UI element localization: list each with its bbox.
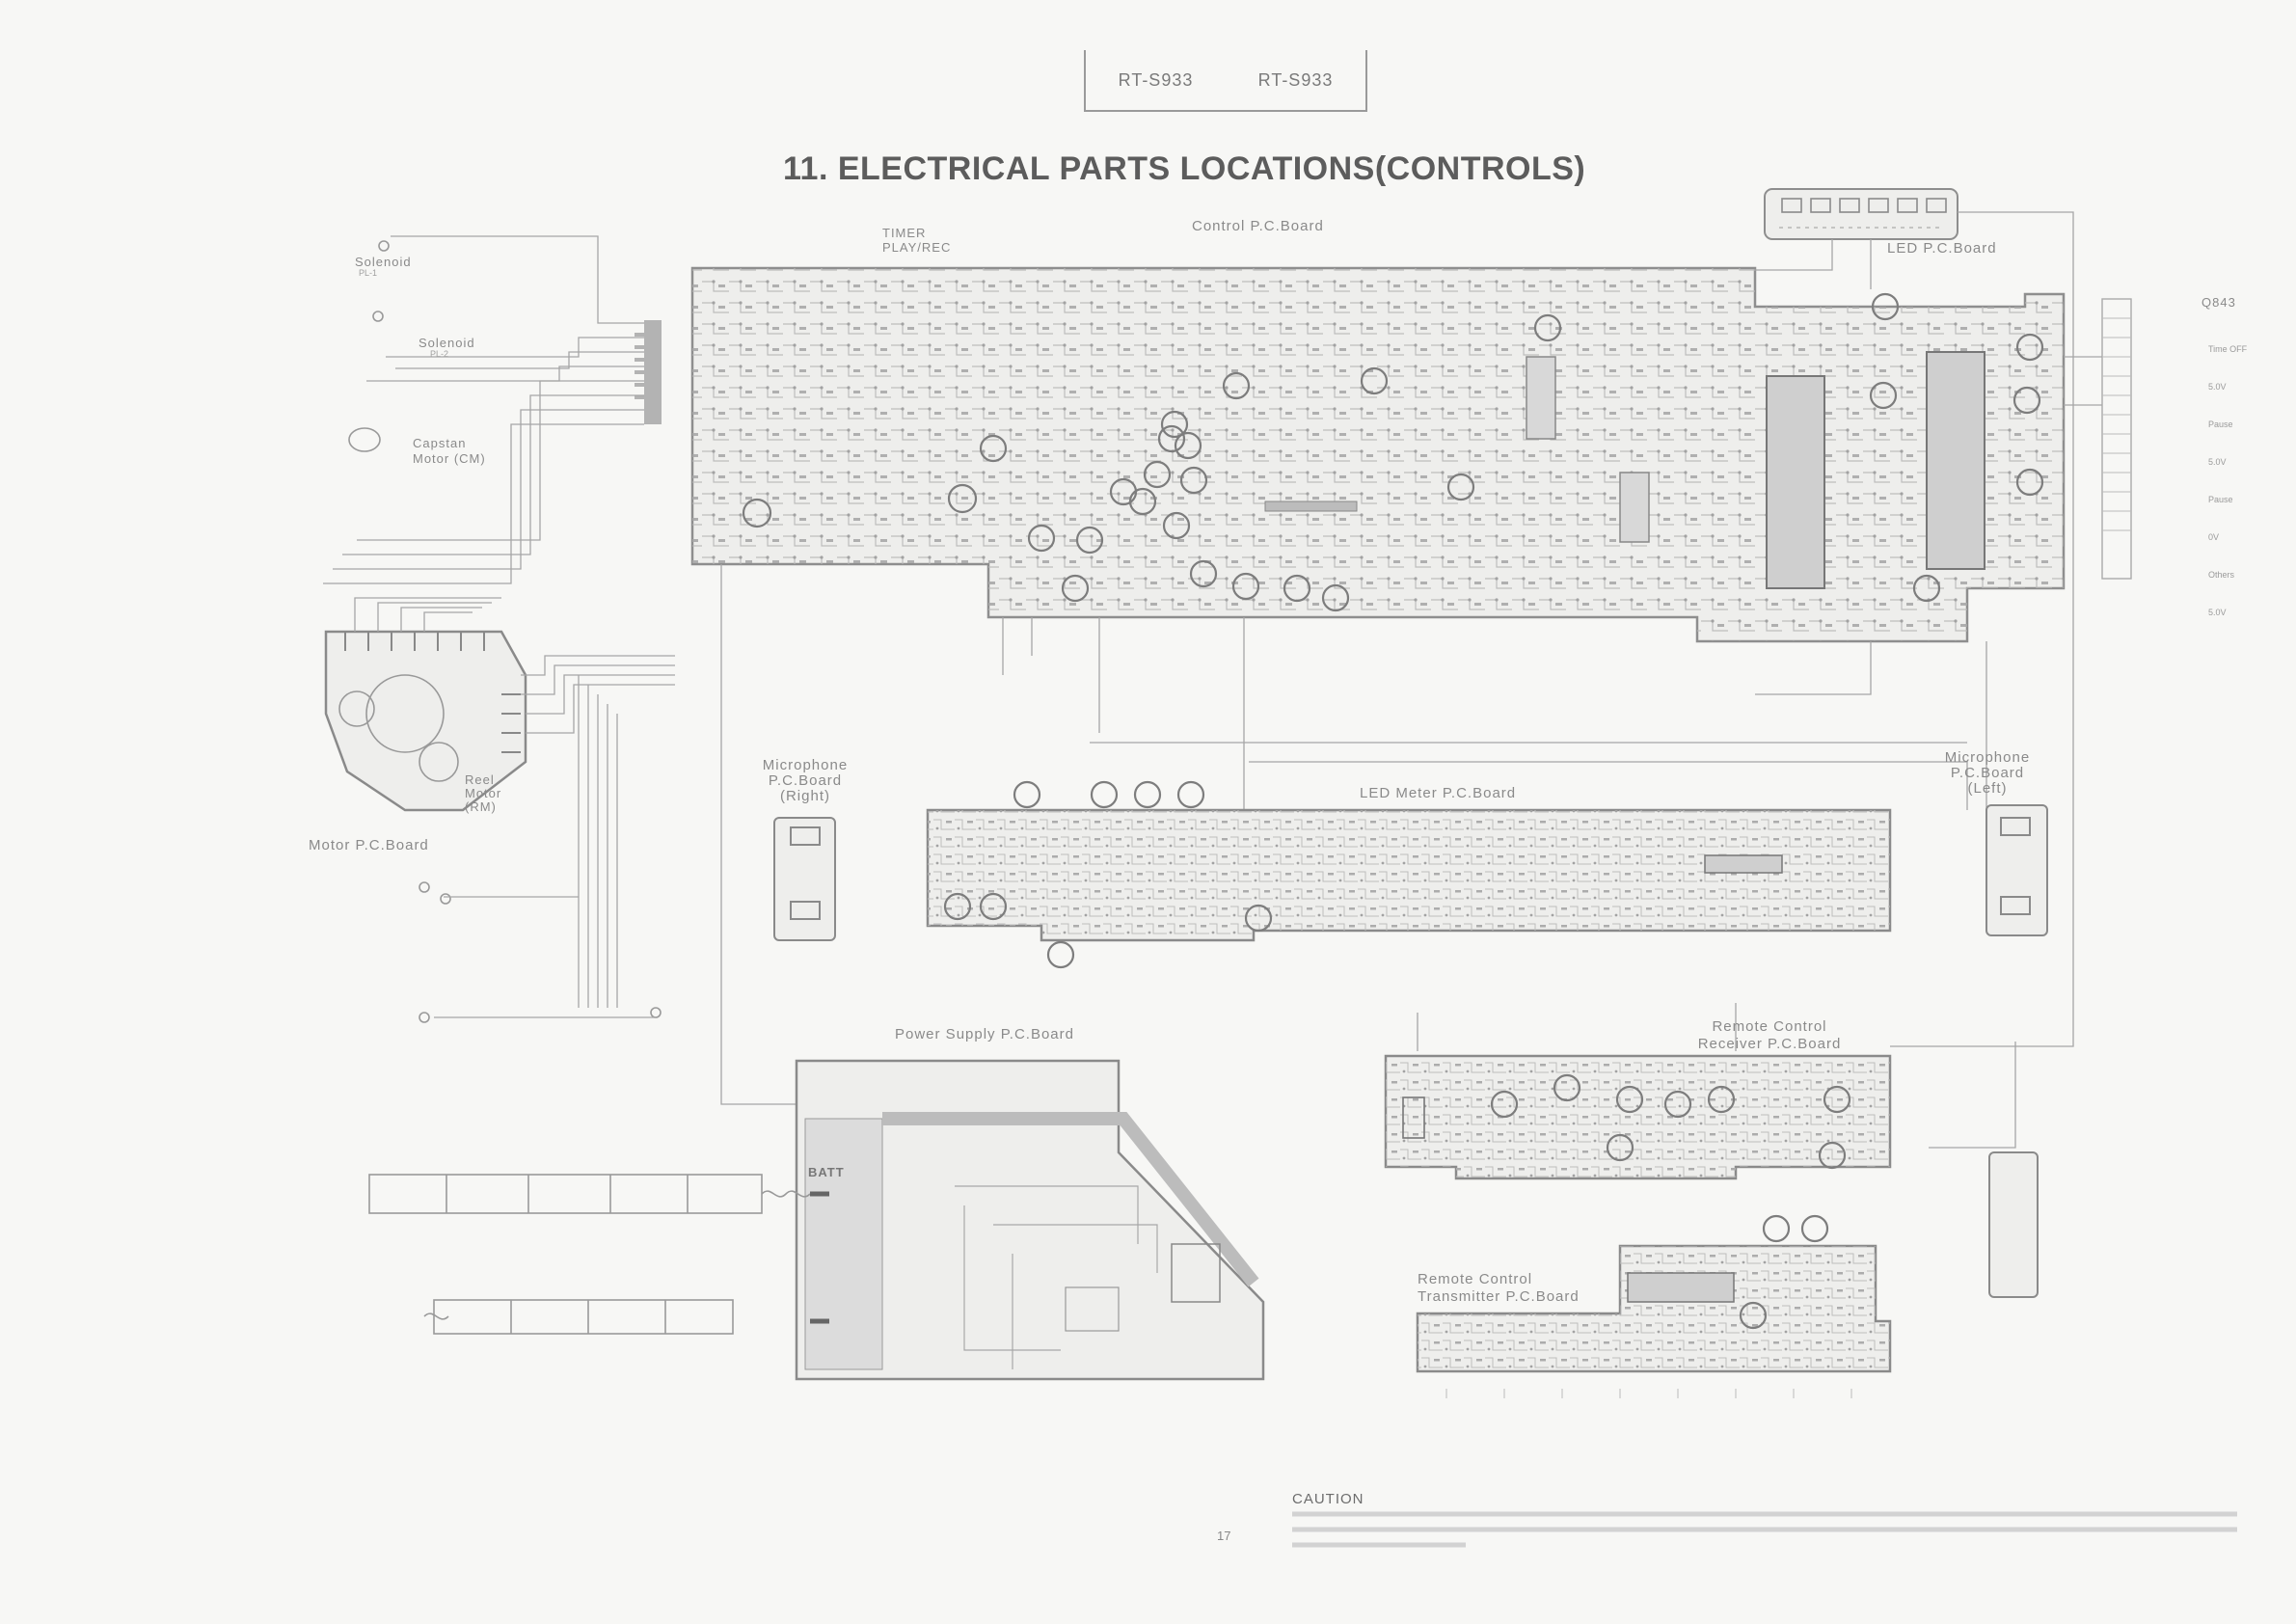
capstan-motor-label: Capstan Motor (CM) bbox=[413, 436, 486, 466]
solenoid-2-label: Solenoid bbox=[419, 336, 475, 350]
control-pcb bbox=[635, 266, 2066, 643]
page-title: 11. ELECTRICAL PARTS LOCATIONS(CONTROLS) bbox=[783, 150, 1586, 187]
motor-pcb bbox=[324, 630, 527, 812]
ic-reference: Q843 bbox=[2201, 295, 2236, 310]
voltage-row: Time OFF bbox=[2208, 344, 2248, 354]
mic-boards bbox=[773, 804, 2048, 941]
reel-motor-label: Reel Motor (RM) bbox=[465, 772, 502, 814]
solenoid-1-ref: PL-1 bbox=[359, 268, 378, 278]
power-supply-pcb-label: Power Supply P.C.Board bbox=[895, 1026, 1074, 1042]
led-meter-pcb-label: LED Meter P.C.Board bbox=[1360, 785, 1517, 801]
voltage-row: 5.0V bbox=[2208, 457, 2227, 467]
remote-sensor-board bbox=[1988, 1151, 2039, 1298]
voltage-row: 5.0V bbox=[2208, 382, 2227, 392]
mic-left-label: Microphone P.C.Board (Left) bbox=[1944, 749, 2031, 797]
led-pcb-label: LED P.C.Board bbox=[1887, 240, 1997, 257]
voltage-table: Time OFF 5.0V Pause 5.0V Pause 0V Others… bbox=[2208, 318, 2247, 644]
led-pcb bbox=[1764, 188, 1958, 240]
voltage-row: 5.0V bbox=[2208, 608, 2227, 617]
voltage-row: Pause bbox=[2208, 420, 2233, 429]
timer-label: TIMER bbox=[882, 226, 927, 240]
caution-text-lines bbox=[1292, 1511, 2237, 1548]
remote-transmitter-pcb-label: Remote Control Transmitter P.C.Board bbox=[1418, 1271, 1580, 1305]
model-right: RT-S933 bbox=[1257, 69, 1334, 90]
batt-label: BATT bbox=[808, 1165, 845, 1179]
remote-receiver-pcb bbox=[1384, 1054, 1892, 1180]
control-pcb-label: Control P.C.Board bbox=[1192, 218, 1324, 234]
play-rec-label: PLAY/REC bbox=[882, 240, 952, 255]
power-supply-pcb bbox=[795, 1059, 1265, 1381]
mic-right-label: Microphone P.C.Board (Right) bbox=[762, 757, 849, 804]
solenoid-1-label: Solenoid bbox=[355, 255, 412, 269]
right-connector-strip bbox=[2101, 298, 2132, 580]
wiring-bundle bbox=[323, 211, 2102, 1149]
motor-pcb-label: Motor P.C.Board bbox=[309, 837, 429, 853]
caution-title: CAUTION bbox=[1292, 1491, 1364, 1507]
voltage-row: Pause bbox=[2208, 495, 2233, 504]
model-number-box: RT-S933 RT-S933 bbox=[1084, 50, 1367, 112]
solenoid-2-ref: PL-2 bbox=[430, 349, 449, 359]
battery-compartment bbox=[368, 1174, 829, 1335]
model-left: RT-S933 bbox=[1118, 69, 1194, 90]
remote-transmitter-pcb bbox=[1416, 1214, 1892, 1398]
remote-receiver-pcb-label: Remote Control Receiver P.C.Board bbox=[1697, 1018, 1842, 1052]
voltage-row: Others bbox=[2208, 570, 2235, 580]
page-number: 17 bbox=[1217, 1529, 1231, 1543]
led-meter-pcb bbox=[926, 780, 1892, 969]
voltage-row: 0V bbox=[2208, 532, 2220, 542]
